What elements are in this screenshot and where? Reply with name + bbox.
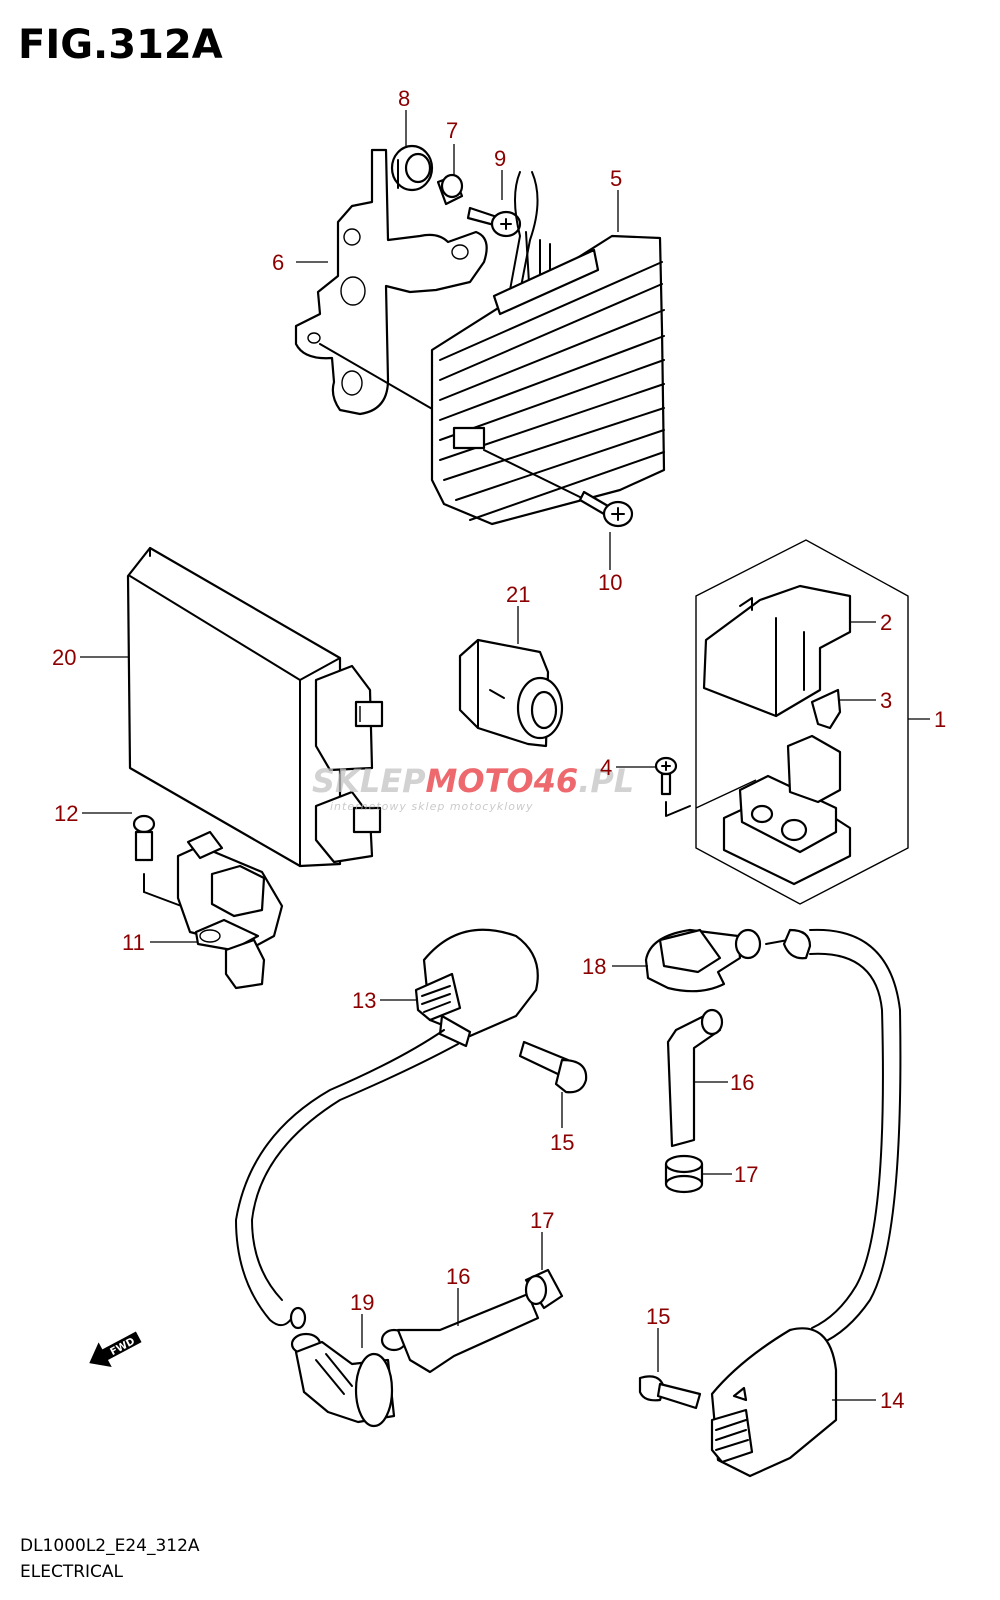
cap-part-16b bbox=[380, 1292, 540, 1374]
watermark-brand-4: .PL bbox=[578, 762, 634, 800]
bolt-part-10 bbox=[578, 490, 634, 528]
callout-13: 13 bbox=[352, 988, 376, 1013]
callout-14: 14 bbox=[880, 1388, 904, 1413]
fuse-part-3 bbox=[810, 688, 842, 730]
seal-part-17a bbox=[664, 1154, 704, 1194]
starter-relay-box-part-1 bbox=[695, 539, 909, 905]
bolt-part-9 bbox=[466, 206, 522, 238]
regulator-part-5 bbox=[430, 171, 666, 526]
callout-12: 12 bbox=[54, 801, 78, 826]
leader-lines bbox=[80, 110, 930, 1401]
callout-17b: 17 bbox=[530, 1208, 554, 1233]
plug-cap-part-18 bbox=[644, 928, 762, 993]
solenoid-relay bbox=[695, 734, 852, 886]
relay-cover-part-2 bbox=[702, 584, 852, 718]
relay-part-21 bbox=[458, 638, 564, 748]
callouts: 8 7 9 5 6 10 21 2 3 1 20 4 12 11 18 13 1… bbox=[52, 86, 946, 1413]
callout-20: 20 bbox=[52, 645, 76, 670]
callout-21: 21 bbox=[506, 582, 530, 607]
callout-17a: 17 bbox=[734, 1162, 758, 1187]
callout-8: 8 bbox=[398, 86, 410, 111]
callout-11: 11 bbox=[122, 930, 145, 955]
collar-part-7 bbox=[436, 173, 464, 206]
callout-6: 6 bbox=[272, 250, 284, 275]
bolt-part-15a bbox=[518, 1040, 588, 1094]
callout-18: 18 bbox=[582, 954, 606, 979]
bracket-part-6 bbox=[294, 148, 488, 416]
figure-code: DL1000L2_E24_312A bbox=[20, 1536, 200, 1556]
watermark-tagline: internetowy sklep motocyklowy bbox=[330, 800, 534, 813]
section-title: ELECTRICAL bbox=[20, 1562, 124, 1582]
callout-15b: 15 bbox=[646, 1304, 670, 1329]
callout-19: 19 bbox=[350, 1290, 374, 1315]
seal-part-17b bbox=[524, 1268, 564, 1310]
sensor-part-11 bbox=[176, 830, 284, 990]
screw-part-4 bbox=[654, 756, 691, 817]
plug-cap-part-19 bbox=[290, 1332, 396, 1428]
ignition-coil-part-13 bbox=[235, 928, 539, 1330]
callout-16b: 16 bbox=[446, 1264, 470, 1289]
watermark-brand-3: 46 bbox=[533, 762, 579, 800]
callout-3: 3 bbox=[880, 688, 892, 713]
callout-1: 1 bbox=[934, 707, 946, 732]
callout-15a: 15 bbox=[550, 1130, 574, 1155]
callout-2: 2 bbox=[880, 610, 892, 635]
callout-5: 5 bbox=[610, 166, 622, 191]
callout-9: 9 bbox=[494, 146, 506, 171]
callout-7: 7 bbox=[446, 118, 458, 143]
callout-16a: 16 bbox=[730, 1070, 754, 1095]
svg-text:SKLEPMOTO46.PL: SKLEPMOTO46.PL bbox=[312, 762, 634, 800]
cap-part-16a bbox=[666, 1008, 724, 1148]
fwd-direction-badge: FWD bbox=[89, 1331, 142, 1368]
grommet-part-8 bbox=[390, 144, 434, 192]
bolt-part-15b bbox=[638, 1375, 702, 1410]
figure-title: FIG.312A bbox=[18, 22, 223, 68]
callout-4: 4 bbox=[600, 755, 612, 780]
watermark: SKLEPMOTO46.PL internetowy sklep motocyk… bbox=[312, 762, 634, 813]
watermark-brand-2: MOTO bbox=[426, 762, 534, 800]
callout-10: 10 bbox=[598, 570, 622, 595]
ignition-coil-part-14 bbox=[710, 928, 902, 1478]
ecm-part-20 bbox=[126, 546, 384, 868]
watermark-brand-1: SKLEP bbox=[312, 762, 426, 800]
